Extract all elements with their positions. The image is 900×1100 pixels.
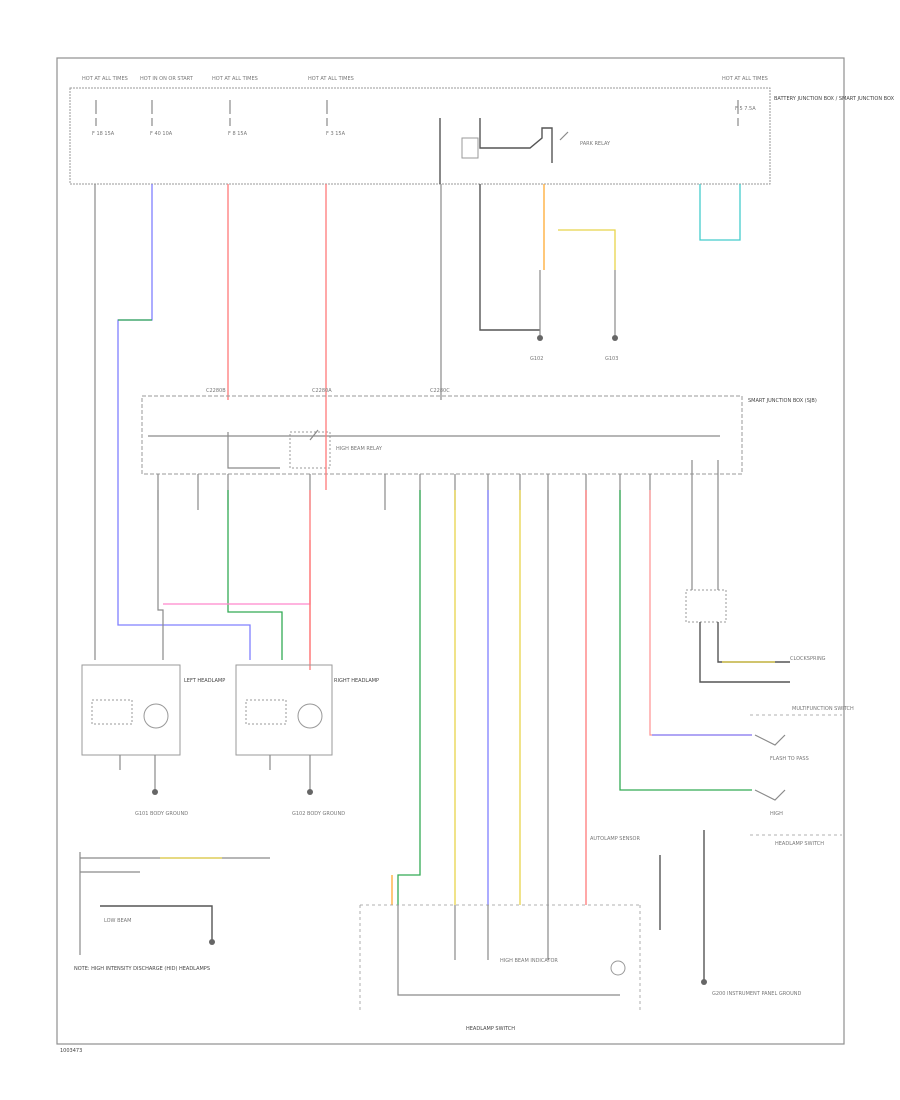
sjb-connector-1: C2280B — [206, 388, 226, 394]
fuse-3: F 8 15A — [228, 131, 248, 137]
fuse-label-4: HOT AT ALL TIMES — [308, 76, 354, 82]
ground-g101: G101 BODY GROUND — [135, 811, 188, 817]
right-headlamp-label: RIGHT HEADLAMP — [334, 678, 379, 684]
wire-green-long — [397, 490, 421, 905]
sjb-pin-row — [157, 460, 719, 580]
wire-cyan — [699, 184, 741, 241]
wire-red-mid — [309, 400, 327, 670]
ground-g102-right: G102 BODY GROUND — [292, 811, 345, 817]
headlamp-switch-right-label: HEADLAMP SWITCH — [775, 841, 824, 847]
right-headlamp: RIGHT HEADLAMP G102 BODY GROUND — [235, 664, 379, 817]
fuse-5: F 5 7.5A — [735, 106, 756, 112]
footer-id: 1003473 — [60, 1048, 82, 1054]
wire-blue-left — [117, 184, 251, 660]
sjb-connector-3: C2280C — [430, 388, 450, 394]
upper-grounds: G102 G103 — [479, 184, 618, 362]
smart-junction-box: SMART JUNCTION BOX (SJB) C2280B C2280A C… — [141, 388, 817, 580]
wire-pink-right — [649, 490, 752, 736]
high-beam-label: HIGH — [770, 811, 783, 817]
multifunction-switch: MULTIFUNCTION SWITCH FLASH TO PASS HIGH … — [659, 706, 854, 997]
high-beam-relay-label: HIGH BEAM RELAY — [336, 446, 383, 452]
wire-gray-sjb-left — [157, 490, 164, 660]
sjb-name: SMART JUNCTION BOX (SJB) — [748, 398, 817, 404]
multifunction-switch-label: MULTIFUNCTION SWITCH — [792, 706, 854, 712]
fuse-1: F 18 15A — [92, 131, 115, 137]
wire-pink-mid — [163, 590, 311, 605]
fuse-label-1: HOT AT ALL TIMES — [82, 76, 128, 82]
ground-g200: G200 INSTRUMENT PANEL GROUND — [712, 991, 802, 997]
clockspring-label: CLOCKSPRING — [790, 656, 826, 662]
low-beam-label: LOW BEAM — [104, 918, 131, 924]
fuse-4: F 3 15A — [326, 131, 346, 137]
park-relay-label: PARK RELAY — [580, 141, 611, 147]
wire-yellow — [558, 229, 616, 270]
fuse-label-5: HOT AT ALL TIMES — [722, 76, 768, 82]
fuse-block: HOT AT ALL TIMES HOT IN ON OR START HOT … — [69, 76, 895, 185]
right-connector: CLOCKSPRING — [685, 580, 826, 683]
diagram-border — [56, 57, 845, 1045]
high-beam-indicator-label: HIGH BEAM INDICATOR — [500, 958, 558, 964]
wire-green-mid — [227, 490, 283, 660]
fuse-label-3: HOT AT ALL TIMES — [212, 76, 258, 82]
fuse-label-2: HOT IN ON OR START — [140, 76, 194, 82]
ground-g103: G103 — [605, 356, 618, 362]
fuse-2: F 40 10A — [150, 131, 173, 137]
headlamp-switch-label: HEADLAMP SWITCH — [466, 1026, 515, 1032]
ground-g102: G102 — [530, 356, 543, 362]
left-headlamp: LEFT HEADLAMP G101 BODY GROUND — [81, 664, 225, 817]
headlamp-switch: AUTOLAMP SENSOR HIGH BEAM INDICATOR HEAD… — [359, 836, 640, 1032]
autolamp-sensor-label: AUTOLAMP SENSOR — [590, 836, 640, 842]
wire-green-right — [619, 490, 752, 791]
fuse-panel-name: BATTERY JUNCTION BOX / SMART JUNCTION BO… — [774, 96, 895, 102]
left-headlamp-label: LEFT HEADLAMP — [184, 678, 225, 684]
sjb-connector-2: C2280A — [312, 388, 332, 394]
flash-to-pass-label: FLASH TO PASS — [770, 756, 809, 762]
lower-left-notes: LOW BEAM NOTE: HIGH INTENSITY DISCHARGE … — [74, 852, 270, 972]
note-hid-label: NOTE: HIGH INTENSITY DISCHARGE (HID) HEA… — [74, 966, 210, 972]
